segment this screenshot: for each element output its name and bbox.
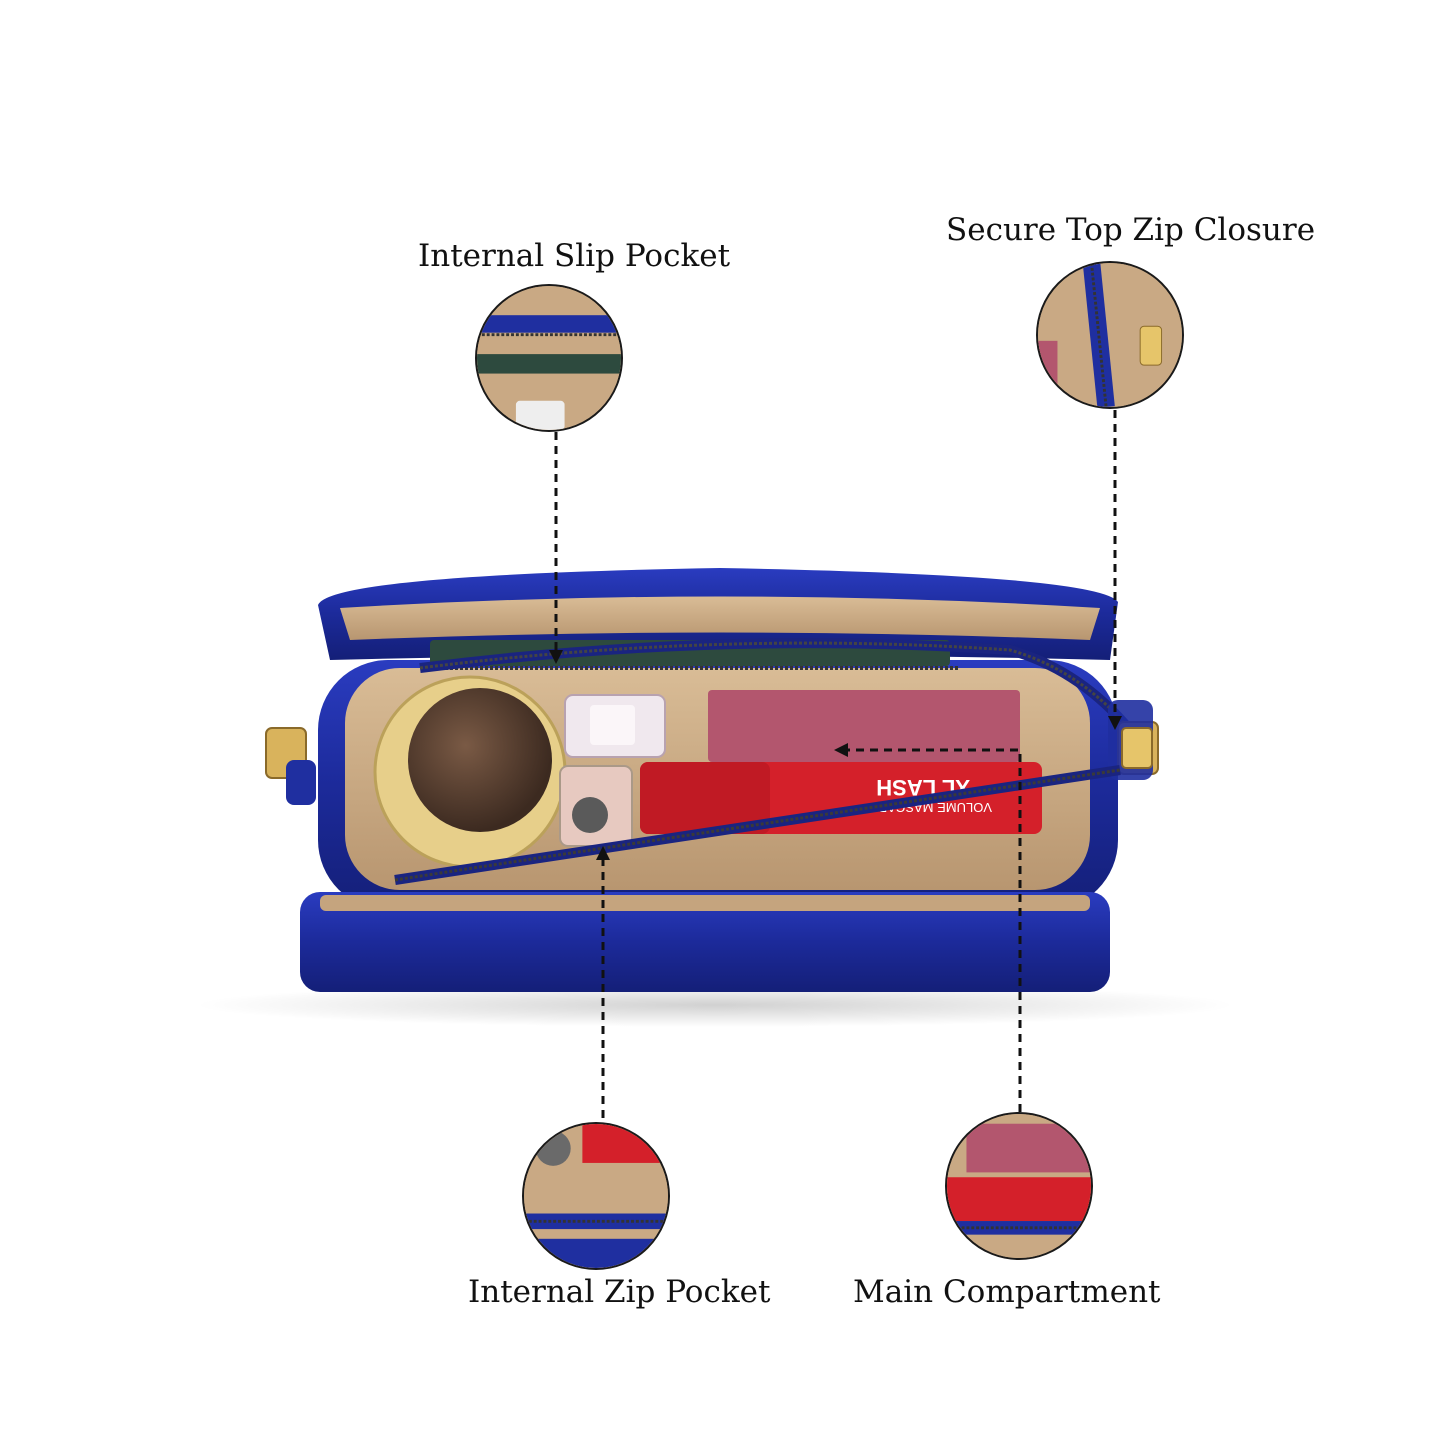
back-flap-lining (340, 596, 1100, 640)
pink-lipstick-box (708, 690, 1020, 762)
top-zip-tape (419, 638, 1134, 734)
mascara-cap (640, 762, 770, 834)
internal-zip-pocket-label: Internal Zip Pocket (468, 1274, 771, 1310)
slip-pocket-callout (475, 284, 623, 432)
small-bottle-cap (572, 797, 608, 833)
slip-pocket-detail (477, 286, 621, 430)
main-compartment-label: Main Compartment (853, 1274, 1161, 1310)
main-compartment-detail (947, 1114, 1091, 1258)
main-compartment-callout (945, 1112, 1093, 1260)
zip-pocket-detail (524, 1124, 668, 1268)
zip-closure-pointer-arrow (1108, 716, 1122, 730)
nail-polish-cap (590, 705, 635, 745)
zip-pocket-pointer-arrow (596, 846, 610, 860)
main-compartment-pointer-line (845, 748, 1022, 1112)
zip-pocket-callout (522, 1122, 670, 1270)
internal-slip-pocket-label: Internal Slip Pocket (418, 238, 731, 274)
zip-closure-detail (1038, 263, 1182, 407)
bag-shadow (195, 983, 1235, 1027)
zip-closure-callout (1036, 261, 1184, 409)
slip-pocket-pointer-arrow (549, 650, 563, 664)
compact-wood-lid (408, 688, 552, 832)
main-compartment-pointer-arrow (834, 743, 848, 757)
left-strap-tab (286, 760, 316, 805)
front-flap-lining-edge (320, 895, 1090, 911)
zip-slider (1121, 727, 1153, 769)
bag-front-flap (300, 892, 1110, 992)
secure-top-zip-closure-label: Secure Top Zip Closure (946, 212, 1316, 248)
inner-zip-teeth (394, 768, 1121, 882)
